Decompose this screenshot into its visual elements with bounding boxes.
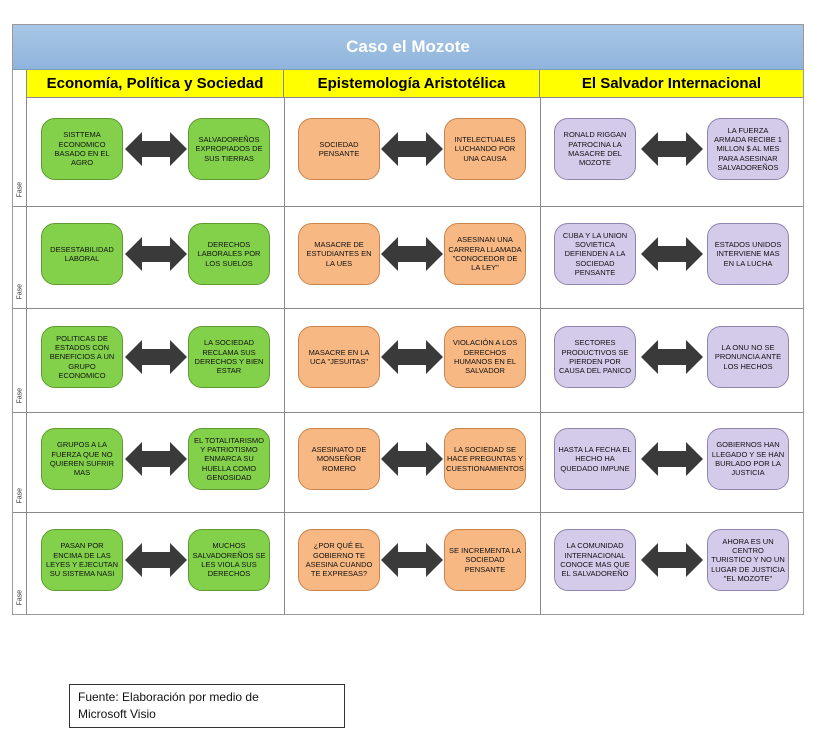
double-arrow-icon — [124, 132, 187, 166]
diagram-title: Caso el Mozote — [13, 25, 803, 70]
concept-box-left: CUBA Y LA UNION SOVIETICA DEFIENDEN A LA… — [554, 223, 636, 285]
phase-label-text: Fase — [16, 589, 24, 606]
source-note: Fuente: Elaboración por medio de Microso… — [69, 684, 345, 728]
phase-label-text: Fase — [16, 283, 24, 300]
double-arrow-shape — [381, 442, 443, 476]
concept-box-right: LA ONU NO SE PRONUNCIA ANTE LOS HECHOS — [707, 326, 789, 388]
concept-box-left: SOCIEDAD PENSANTE — [298, 118, 380, 180]
concept-box-right: ESTADOS UNIDOS INTERVIENE MAS EN LA LUCH… — [707, 223, 789, 285]
phase-label: Fase — [14, 488, 26, 508]
phase-label-text: Fase — [16, 387, 24, 404]
double-arrow-icon — [124, 340, 187, 374]
double-arrow-shape — [124, 340, 187, 374]
concept-box-left: DESESTABILIDAD LABORAL — [41, 223, 123, 285]
concept-box-right: MUCHOS SALVADOREÑOS SE LES VIOLA SUS DER… — [188, 529, 270, 591]
row-divider — [13, 412, 803, 413]
concept-box-right: VIOLACIÓN A LOS DERECHOS HUMANOS EN EL S… — [444, 326, 526, 388]
double-arrow-shape — [381, 132, 443, 166]
concept-box-left: HASTA LA FECHA EL HECHO HA QUEDADO IMPUN… — [554, 428, 636, 490]
column-divider — [540, 98, 541, 614]
concept-box-right: ASESINAN UNA CARRERA LLAMADA "CONOCEDOR … — [444, 223, 526, 285]
phase-label-text: Fase — [16, 487, 24, 504]
double-arrow-shape — [381, 237, 443, 271]
double-arrow-shape — [640, 543, 703, 577]
double-arrow-icon — [640, 132, 703, 166]
double-arrow-icon — [640, 543, 703, 577]
phase-label: Fase — [14, 182, 26, 202]
double-arrow-shape — [124, 132, 187, 166]
double-arrow-shape — [124, 237, 187, 271]
double-arrow-shape — [381, 543, 443, 577]
phase-label: Fase — [14, 590, 26, 610]
double-arrow-icon — [640, 340, 703, 374]
concept-box-right: SE INCREMENTA LA SOCIEDAD PENSANTE — [444, 529, 526, 591]
double-arrow-shape — [640, 237, 703, 271]
concept-box-right: GOBIERNOS HAN LLEGADO Y SE HAN BURLADO P… — [707, 428, 789, 490]
concept-box-left: MASACRE DE ESTUDIANTES EN LA UES — [298, 223, 380, 285]
concept-box-left: RONALD RIGGAN PATROCINA LA MASACRE DEL M… — [554, 118, 636, 180]
column-divider — [284, 98, 285, 614]
double-arrow-shape — [640, 132, 703, 166]
concept-box-right: SALVADOREÑOS EXPROPIADOS DE SUS TIERRAS — [188, 118, 270, 180]
concept-box-right: LA FUERZA ARMADA RECIBE 1 MILLON $ AL ME… — [707, 118, 789, 180]
double-arrow-icon — [124, 237, 187, 271]
concept-box-right: EL TOTALITARISMO Y PATRIOTISMO ENMARCA S… — [188, 428, 270, 490]
double-arrow-shape — [640, 442, 703, 476]
double-arrow-icon — [381, 132, 443, 166]
concept-box-left: SECTORES PRODUCTIVOS SE PIERDEN POR CAUS… — [554, 326, 636, 388]
double-arrow-icon — [124, 442, 187, 476]
concept-box-left: SISTTEMA ECONOMICO BASADO EN EL AGRO — [41, 118, 123, 180]
phase-strip — [13, 70, 27, 614]
double-arrow-icon — [381, 237, 443, 271]
source-line-1: Fuente: Elaboración por medio de — [78, 690, 259, 704]
double-arrow-shape — [124, 543, 187, 577]
double-arrow-icon — [381, 340, 443, 374]
concept-box-right: AHORA ES UN CENTRO TURISTICO Y NO UN LUG… — [707, 529, 789, 591]
source-line-2: Microsoft Visio — [78, 707, 156, 721]
concept-box-left: POLITICAS DE ESTADOS CON BENEFICIOS A UN… — [41, 326, 123, 388]
phase-label: Fase — [14, 284, 26, 304]
double-arrow-icon — [124, 543, 187, 577]
double-arrow-shape — [640, 340, 703, 374]
phase-label-text: Fase — [16, 181, 24, 198]
double-arrow-icon — [640, 237, 703, 271]
phase-label: Fase — [14, 388, 26, 408]
concept-box-right: LA SOCIEDAD SE HACE PREGUNTAS Y CUESTION… — [444, 428, 526, 490]
column-header-economia: Economía, Política y Sociedad — [27, 70, 284, 98]
concept-box-right: INTELECTUALES LUCHANDO POR UNA CAUSA — [444, 118, 526, 180]
concept-box-left: ASESINATO DE MONSEÑOR ROMERO — [298, 428, 380, 490]
row-divider — [13, 206, 803, 207]
concept-box-left: MASACRE EN LA UCA "JESUITAS" — [298, 326, 380, 388]
concept-box-right: LA SOCIEDAD RECLAMA SUS DERECHOS Y BIEN … — [188, 326, 270, 388]
diagram-frame: Caso el Mozote Economía, Política y Soci… — [12, 24, 804, 615]
concept-box-left: PASAN POR ENCIMA DE LAS LEYES Y EJECUTAN… — [41, 529, 123, 591]
row-divider — [13, 308, 803, 309]
concept-box-left: ¿Por qué EL GOBIERNO TE ASESINA CUANDO T… — [298, 529, 380, 591]
column-header-epistemologia: Epistemología Aristotélica — [284, 70, 540, 98]
double-arrow-icon — [381, 442, 443, 476]
double-arrow-shape — [381, 340, 443, 374]
row-divider — [13, 512, 803, 513]
double-arrow-icon — [640, 442, 703, 476]
double-arrow-shape — [124, 442, 187, 476]
column-header-internacional: El Salvador Internacional — [540, 70, 803, 98]
concept-box-left: GRUPOS A LA FUERZA QUE NO QUIEREN SUFRIR… — [41, 428, 123, 490]
concept-box-right: DERECHOS LABORALES POR LOS SUELOS — [188, 223, 270, 285]
double-arrow-icon — [381, 543, 443, 577]
concept-box-left: LA COMUNIDAD INTERNACIONAL CONOCE MAS QU… — [554, 529, 636, 591]
